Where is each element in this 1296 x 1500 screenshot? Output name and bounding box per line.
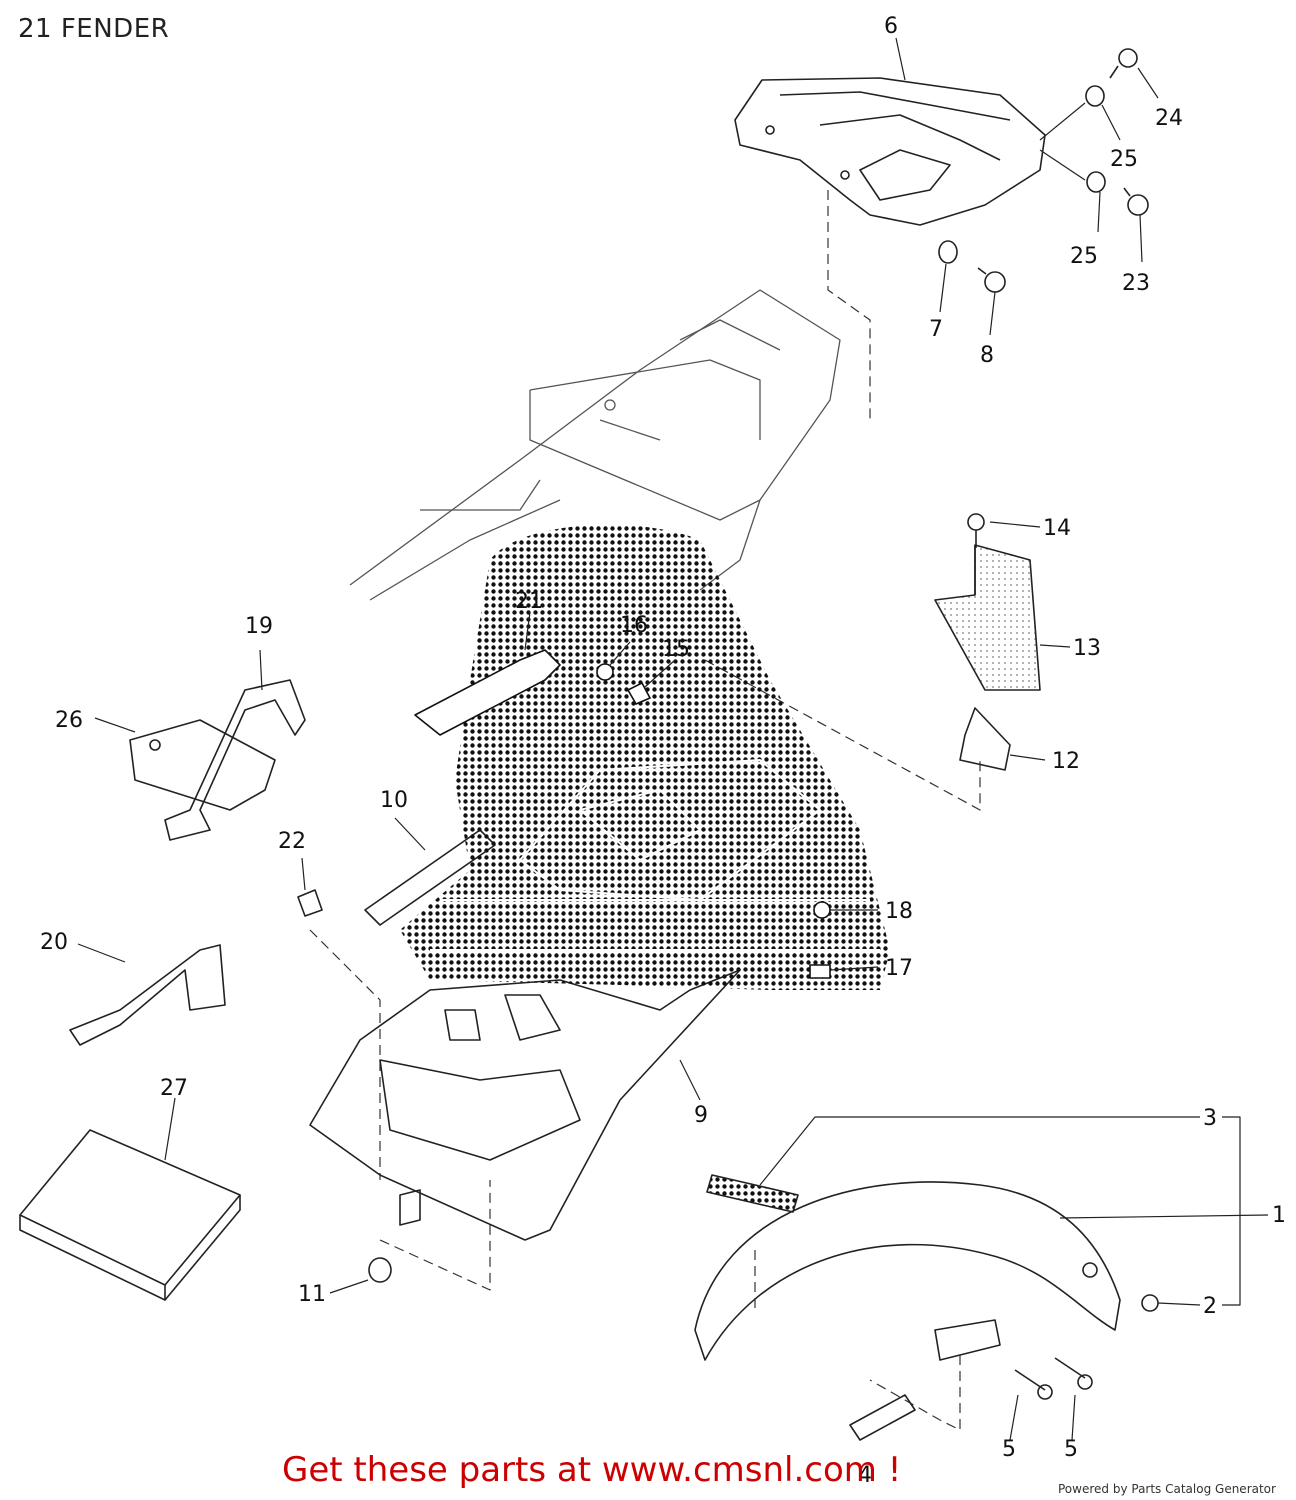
callout-5a: 5 <box>1002 1437 1016 1462</box>
callout-7: 7 <box>929 317 943 342</box>
callout-22: 22 <box>278 829 306 854</box>
callout-20: 20 <box>40 930 68 955</box>
rear-fender-9 <box>309 969 741 1241</box>
callout-18: 18 <box>885 899 913 924</box>
bracket-12 <box>959 707 1011 771</box>
clip-16 <box>596 663 614 681</box>
parts-store-link[interactable]: Get these parts at www.cmsnl.com ! <box>282 1450 902 1490</box>
owners-manual-27 <box>19 1129 241 1301</box>
callout-14: 14 <box>1043 516 1071 541</box>
callout-12: 12 <box>1052 749 1080 774</box>
emblem-3 <box>706 1174 799 1213</box>
callout-11: 11 <box>298 1282 326 1307</box>
callout-3: 3 <box>1203 1106 1217 1131</box>
callout-15: 15 <box>662 637 690 662</box>
assembly-leaders <box>309 190 981 1431</box>
plug-11 <box>368 1257 392 1283</box>
callout-5b: 5 <box>1064 1437 1078 1462</box>
diagram-title: 21 FENDER <box>18 14 170 44</box>
callout-17: 17 <box>885 956 913 981</box>
bolts-18-17 <box>809 901 831 979</box>
rear-bracket-part <box>734 77 1046 226</box>
callout-2: 2 <box>1203 1294 1217 1319</box>
fastener-set-bottom <box>849 1294 1159 1441</box>
callout-25b: 25 <box>1070 244 1098 269</box>
callout-6: 6 <box>884 14 898 39</box>
callout-9: 9 <box>694 1103 708 1128</box>
callout-10: 10 <box>380 788 408 813</box>
callout-19: 19 <box>245 614 273 639</box>
powered-by-label: Powered by Parts Catalog Generator <box>1058 1482 1276 1496</box>
battery-strap-19 <box>164 679 306 841</box>
callout-13: 13 <box>1073 636 1101 661</box>
clip-21 <box>414 649 561 736</box>
callout-21: 21 <box>515 589 543 614</box>
callout-26: 26 <box>55 708 83 733</box>
clip-15 <box>627 682 651 705</box>
battery-band-20 <box>69 944 226 1046</box>
callout-labels: 6 24 25 25 23 7 8 14 13 12 19 26 21 16 1… <box>40 14 1286 1488</box>
front-fender-1 <box>694 1181 1121 1361</box>
callout-4: 4 <box>858 1463 872 1488</box>
callout-16: 16 <box>620 613 648 638</box>
callout-27: 27 <box>160 1076 188 1101</box>
callout-23: 23 <box>1122 271 1150 296</box>
heat-shield-part <box>934 513 1041 691</box>
nut-22 <box>297 889 323 917</box>
callout-leaders <box>77 37 1269 1441</box>
callout-24: 24 <box>1155 106 1183 131</box>
inner-fender-detail <box>430 759 880 951</box>
callout-25a: 25 <box>1110 147 1138 172</box>
frame-outline <box>349 289 841 601</box>
callout-8: 8 <box>980 343 994 368</box>
inner-fender-dotted <box>400 524 890 990</box>
sleeve-26 <box>129 719 276 811</box>
callout-1: 1 <box>1272 1203 1286 1228</box>
